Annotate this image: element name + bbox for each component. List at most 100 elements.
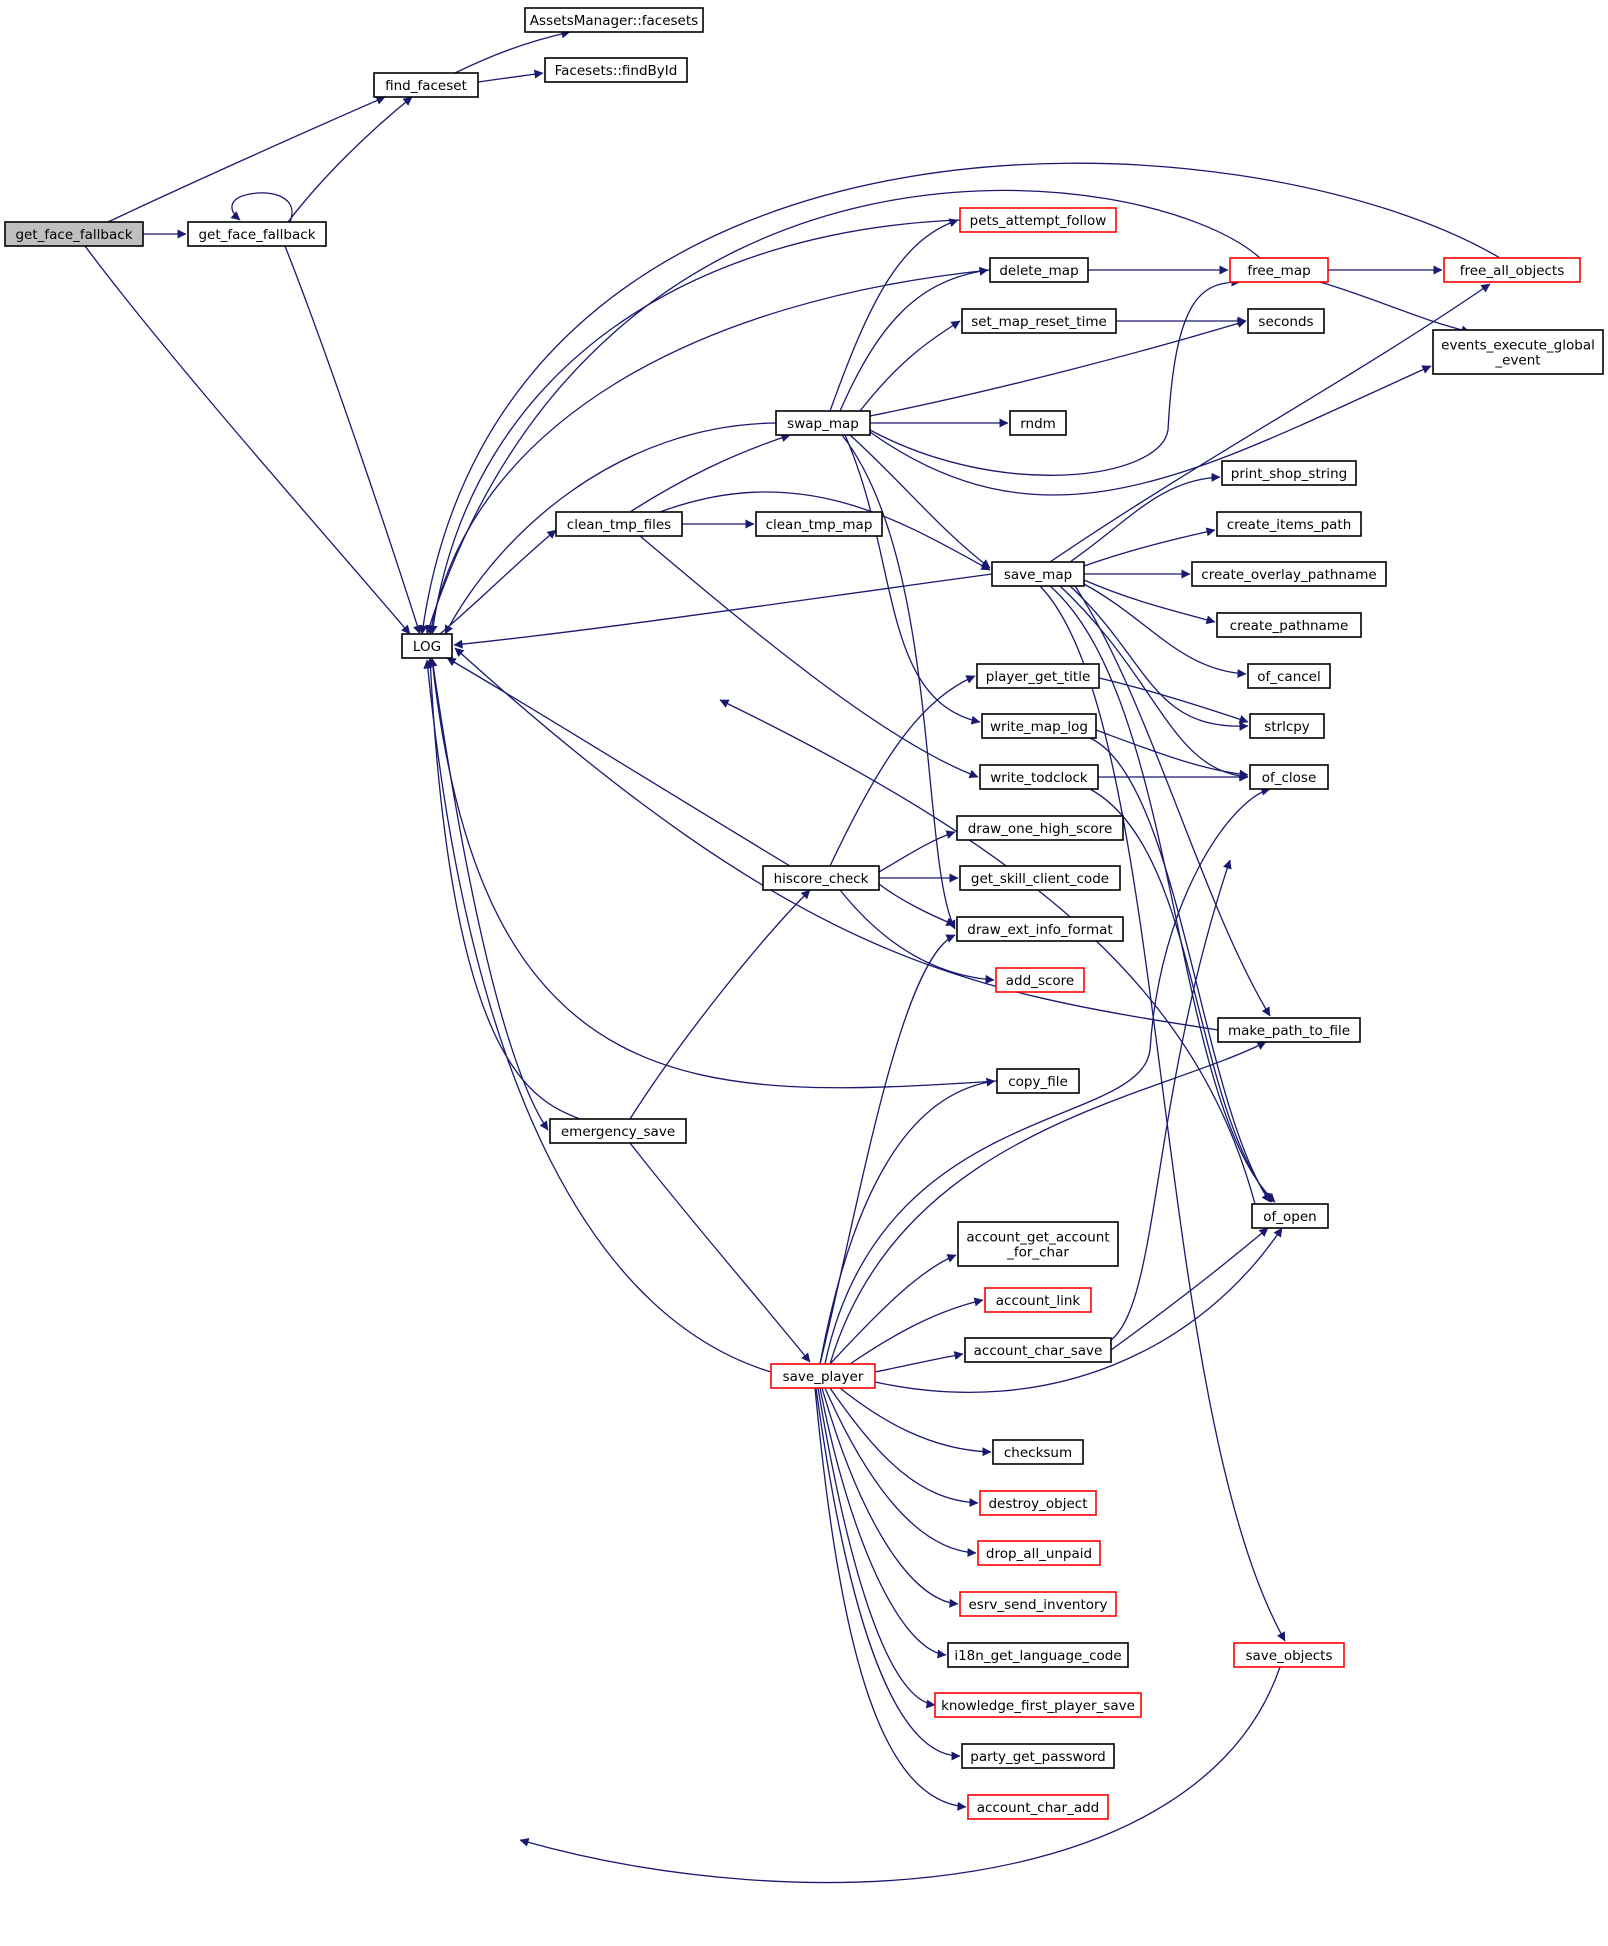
node-pets-attempt-follow[interactable]: pets_attempt_follow bbox=[959, 207, 1117, 233]
node-save-objects[interactable]: save_objects bbox=[1233, 1642, 1345, 1668]
node-rndm[interactable]: rndm bbox=[1009, 410, 1067, 436]
edge-emergency-save-to-save-player bbox=[629, 1142, 811, 1363]
node-box bbox=[961, 1743, 1115, 1769]
node-player-get-title[interactable]: player_get_title bbox=[976, 663, 1100, 689]
edge-write-map-log-to-of-close bbox=[1095, 729, 1249, 779]
node-destroy-object[interactable]: destroy_object bbox=[979, 1490, 1097, 1516]
node-label: of_cancel bbox=[1257, 669, 1321, 685]
node-of-cancel[interactable]: of_cancel bbox=[1247, 663, 1331, 689]
node-box bbox=[979, 1490, 1097, 1516]
edge-save-player-to-party-get-password bbox=[815, 1387, 961, 1761]
edge-save-player-to-destroy-object bbox=[829, 1387, 979, 1508]
node-events-execute-global-event[interactable]: events_execute_global_event bbox=[1432, 329, 1604, 375]
edge-swap-map-to-seconds bbox=[869, 319, 1247, 417]
node-emergency-save[interactable]: emergency_save bbox=[549, 1118, 687, 1144]
node-create-items-path[interactable]: create_items_path bbox=[1216, 511, 1362, 537]
node-get-face-fallback[interactable]: get_face_fallback bbox=[187, 221, 327, 247]
edge-swap-map-to-log bbox=[444, 422, 777, 635]
edge-clean-tmp-files-to-write-todclock bbox=[639, 535, 979, 779]
node-find-faceset[interactable]: find_faceset bbox=[373, 72, 479, 98]
node-drop-all-unpaid[interactable]: drop_all_unpaid bbox=[977, 1540, 1101, 1566]
edge-make-path-to-file-to-log bbox=[454, 647, 1219, 1031]
node-facesets-findbyid[interactable]: Facesets::findById bbox=[544, 57, 688, 83]
node-swap-map[interactable]: swap_map bbox=[775, 410, 871, 436]
node-box bbox=[549, 1118, 687, 1144]
node-copy-file[interactable]: copy_file bbox=[996, 1068, 1080, 1094]
node-label: account_char_add bbox=[977, 1800, 1100, 1816]
node-seconds[interactable]: seconds bbox=[1247, 308, 1325, 334]
node-label: i18n_get_language_code bbox=[954, 1648, 1121, 1664]
edge-hiscore-check-to-log bbox=[446, 657, 791, 867]
node-save-map[interactable]: save_map bbox=[991, 561, 1085, 587]
node-print-shop-string[interactable]: print_shop_string bbox=[1221, 460, 1357, 486]
edge-swap-map-to-free-map bbox=[869, 277, 1241, 476]
node-box bbox=[991, 561, 1085, 587]
node-box bbox=[996, 1068, 1080, 1094]
node-box bbox=[1217, 1017, 1361, 1043]
node-party-get-password[interactable]: party_get_password bbox=[961, 1743, 1115, 1769]
edge-save-player-to-of-open bbox=[874, 1227, 1283, 1393]
node-delete-map[interactable]: delete_map bbox=[989, 257, 1089, 283]
node-account-char-save[interactable]: account_char_save bbox=[964, 1337, 1112, 1363]
node-label: seconds bbox=[1258, 314, 1313, 330]
node-box bbox=[555, 511, 683, 537]
node-checksum[interactable]: checksum bbox=[992, 1439, 1084, 1465]
node-save-player[interactable]: save_player bbox=[770, 1363, 876, 1389]
node-label: knowledge_first_player_save bbox=[941, 1698, 1135, 1714]
node-draw-ext-info-format[interactable]: draw_ext_info_format bbox=[956, 916, 1124, 942]
node-box bbox=[1221, 460, 1357, 486]
node-box bbox=[1249, 713, 1325, 739]
edge-player-get-title-to-strlcpy bbox=[1098, 677, 1249, 724]
node-draw-one-high-score[interactable]: draw_one_high_score bbox=[956, 815, 1124, 841]
node-clean-tmp-map[interactable]: clean_tmp_map bbox=[755, 511, 883, 537]
node-account-char-add[interactable]: account_char_add bbox=[967, 1794, 1109, 1820]
node-of-open[interactable]: of_open bbox=[1251, 1203, 1329, 1229]
node-i18n-get-language-code[interactable]: i18n_get_language_code bbox=[947, 1642, 1129, 1668]
node-knowledge-first-player-save[interactable]: knowledge_first_player_save bbox=[934, 1692, 1142, 1718]
node-free-all-objects[interactable]: free_all_objects bbox=[1443, 257, 1581, 283]
node-free-map[interactable]: free_map bbox=[1229, 257, 1329, 283]
node-write-map-log[interactable]: write_map_log bbox=[981, 713, 1097, 739]
node-label: of_close bbox=[1262, 770, 1317, 786]
node-box bbox=[373, 72, 479, 98]
node-box bbox=[762, 865, 880, 891]
node-log[interactable]: LOG bbox=[401, 633, 453, 659]
node-box bbox=[1443, 257, 1581, 283]
node-create-pathname[interactable]: create_pathname bbox=[1216, 612, 1362, 638]
edge-layer bbox=[84, 29, 1501, 1884]
node-get-skill-client-code[interactable]: get_skill_client_code bbox=[959, 865, 1121, 891]
node-make-path-to-file[interactable]: make_path_to_file bbox=[1217, 1017, 1361, 1043]
node-assets-facesets[interactable]: AssetsManager::facesets bbox=[524, 7, 704, 33]
node-create-overlay-pathname[interactable]: create_overlay_pathname bbox=[1191, 561, 1387, 587]
node-set-map-reset-time[interactable]: set_map_reset_time bbox=[961, 308, 1117, 334]
node-root[interactable]: get_face_fallback bbox=[4, 221, 144, 247]
node-label: copy_file bbox=[1008, 1074, 1068, 1090]
node-layer: get_face_fallback get_face_fallback find_f… bbox=[4, 7, 1604, 1820]
node-hiscore-check[interactable]: hiscore_check bbox=[762, 865, 880, 891]
node-label: print_shop_string bbox=[1231, 466, 1347, 482]
edge-save-map-to-log bbox=[453, 573, 993, 649]
edge-save-map-to-of-cancel bbox=[1083, 583, 1247, 678]
node-label: party_get_password bbox=[970, 1749, 1105, 1765]
node-label: rndm bbox=[1020, 416, 1056, 432]
node-label: save_player bbox=[783, 1369, 864, 1385]
node-clean-tmp-files[interactable]: clean_tmp_files bbox=[555, 511, 683, 537]
node-account-link[interactable]: account_link bbox=[984, 1287, 1092, 1313]
node-label: account_char_save bbox=[974, 1343, 1103, 1359]
node-strlcpy[interactable]: strlcpy bbox=[1249, 713, 1325, 739]
node-box bbox=[1009, 410, 1067, 436]
edge-save-player-to-esrv-send-inventory bbox=[821, 1387, 959, 1608]
node-add-score[interactable]: add_score bbox=[995, 967, 1085, 993]
node-label: write_map_log bbox=[990, 719, 1088, 735]
node-write-todclock[interactable]: write_todclock bbox=[979, 764, 1099, 790]
node-of-close[interactable]: of_close bbox=[1249, 764, 1329, 790]
node-label: write_todclock bbox=[990, 770, 1088, 786]
edge-find-faceset-to-facesets-findbyid bbox=[477, 69, 544, 83]
node-account-get-account-for-char[interactable]: account_get_account_for_char bbox=[957, 1221, 1119, 1267]
node-box bbox=[1216, 511, 1362, 537]
node-label: get_skill_client_code bbox=[971, 871, 1109, 887]
node-box bbox=[187, 221, 327, 247]
node-label: save_map bbox=[1004, 567, 1072, 583]
edge-save-map-to-strlcpy bbox=[1069, 585, 1249, 731]
node-esrv-send-inventory[interactable]: esrv_send_inventory bbox=[959, 1591, 1117, 1617]
